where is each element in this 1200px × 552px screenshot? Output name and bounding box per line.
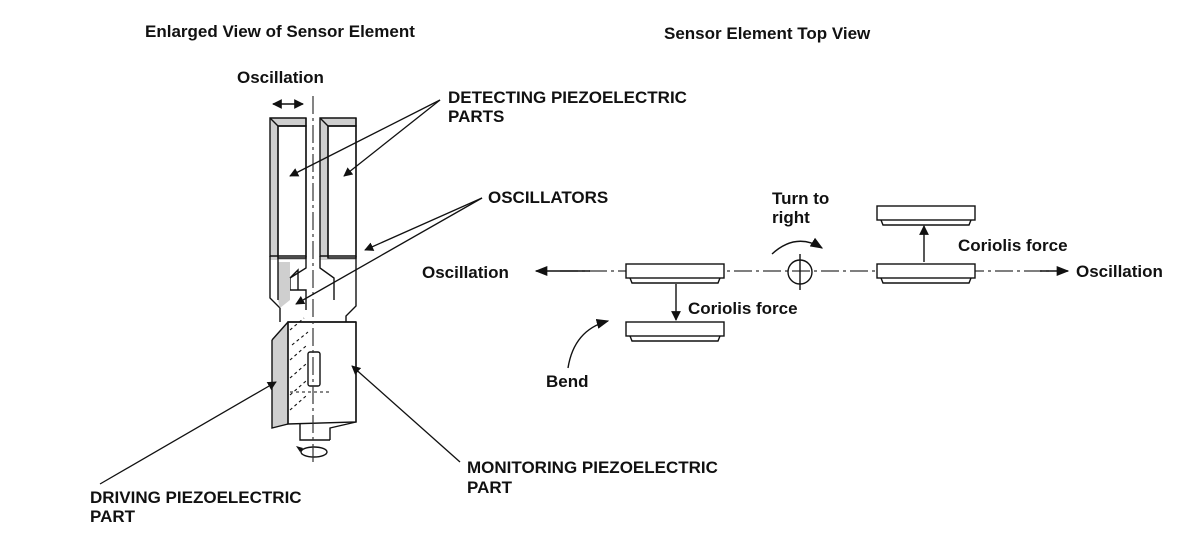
rotation-center-icon (787, 254, 813, 290)
driving-part-label-line1: DRIVING PIEZOELECTRIC (90, 488, 302, 507)
detecting-parts-label-line2: PARTS (448, 107, 504, 126)
driving-part-label-line2: PART (90, 507, 136, 526)
bend-arrow-icon (567, 319, 610, 369)
sensor-neck (269, 256, 357, 326)
coriolis-force-label-lower: Coriolis force (688, 299, 798, 318)
monitoring-pointer (351, 365, 461, 463)
turn-label-line1: Turn to (772, 189, 829, 208)
left-tine-top-view (625, 263, 725, 284)
left-oscillator (269, 117, 307, 260)
right-oscillator (319, 117, 357, 260)
detecting-parts-label-line1: DETECTING PIEZOELECTRIC (448, 88, 687, 107)
oscillator-pointer-1 (364, 197, 483, 251)
oscillation-label-top-left: Oscillation (422, 263, 509, 282)
detecting-pointer-2 (343, 99, 441, 177)
oscillator-pointer-2 (295, 197, 483, 305)
oscillation-label-left-view: Oscillation (237, 68, 324, 87)
oscillation-label-top-right: Oscillation (1076, 262, 1163, 281)
oscillators-label: OSCILLATORS (488, 188, 608, 207)
top-view-title: Sensor Element Top View (664, 24, 871, 43)
driving-pointer (99, 381, 277, 485)
sensor-base-block (271, 317, 357, 441)
sensor-element-drawing (269, 96, 357, 462)
coriolis-force-label-upper: Coriolis force (958, 236, 1068, 255)
turn-right-arrow-icon (771, 237, 824, 255)
left-tine-bent-position (625, 321, 725, 342)
left-view-title: Enlarged View of Sensor Element (145, 22, 415, 41)
right-tine-bent-position (876, 205, 976, 226)
turn-label-line2: right (772, 208, 810, 227)
bend-label: Bend (546, 372, 589, 391)
monitoring-part-label-line1: MONITORING PIEZOELECTRIC (467, 458, 718, 477)
monitoring-part-label-line2: PART (467, 478, 513, 497)
right-tine-top-view (876, 263, 976, 284)
rotation-arrow-icon (296, 446, 328, 458)
detecting-pointer-1 (289, 99, 441, 177)
